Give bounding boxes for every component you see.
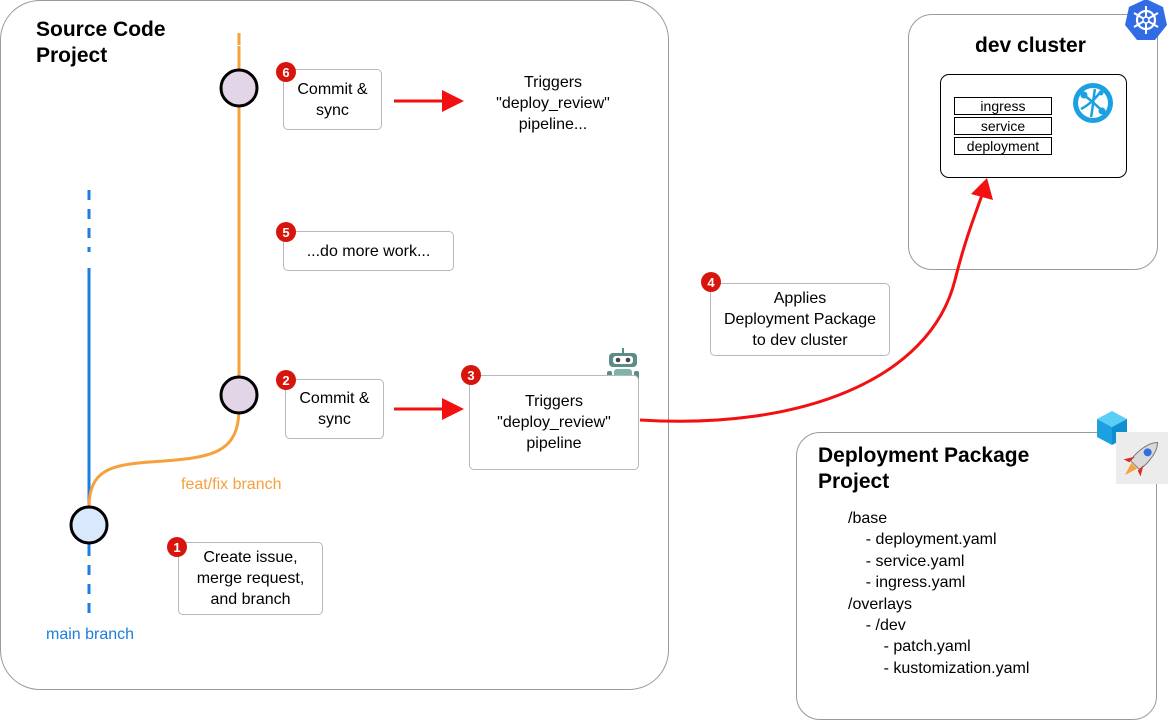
source-project-title: Source Code Project: [36, 18, 166, 67]
step3-badge: 3: [461, 365, 481, 385]
resource-service: service: [954, 117, 1052, 135]
arrow-commit6-to-trigger: [394, 90, 464, 112]
step6-commit-box: Commit & sync: [283, 69, 382, 130]
step1-badge: 1: [167, 537, 187, 557]
resource-deployment: deployment: [954, 137, 1052, 155]
commit-node-2: [219, 375, 259, 415]
web-app-icon: [1073, 83, 1113, 123]
commit-node-6: [219, 68, 259, 108]
step6-badge: 6: [276, 62, 296, 82]
step5-badge: 5: [276, 222, 296, 242]
step4-apply-box: Applies Deployment Package to dev cluste…: [710, 283, 890, 356]
arrow-pipeline-to-cluster: [639, 178, 993, 423]
step6-trigger-text: Triggers "deploy_review" pipeline...: [496, 74, 610, 133]
arrow-commit2-to-pipeline: [394, 398, 464, 420]
step4-badge: 4: [701, 272, 721, 292]
feat-branch-label: feat/fix branch: [181, 476, 282, 493]
step1-create-issue-box: Create issue, merge request, and branch: [178, 542, 323, 615]
step2-commit-box: Commit & sync: [285, 379, 384, 439]
kubernetes-icon: [1125, 0, 1167, 40]
deployment-package-panel: [796, 432, 1157, 720]
step2-badge: 2: [276, 370, 296, 390]
deployment-package-file-tree: /base - deployment.yaml - service.yaml -…: [848, 510, 1030, 677]
deployment-package-title: Deployment Package Project: [818, 444, 1030, 493]
main-branch-label: main branch: [46, 626, 135, 643]
feat-branch-line: [87, 33, 242, 509]
step3-pipeline-box: Triggers "deploy_review" pipeline: [469, 375, 639, 470]
main-branch-node: [69, 505, 109, 545]
resource-ingress: ingress: [954, 97, 1052, 115]
rocket-icon: [1116, 432, 1168, 484]
step5-more-work-box: ...do more work...: [283, 231, 454, 271]
dev-cluster-title: dev cluster: [975, 34, 1086, 57]
